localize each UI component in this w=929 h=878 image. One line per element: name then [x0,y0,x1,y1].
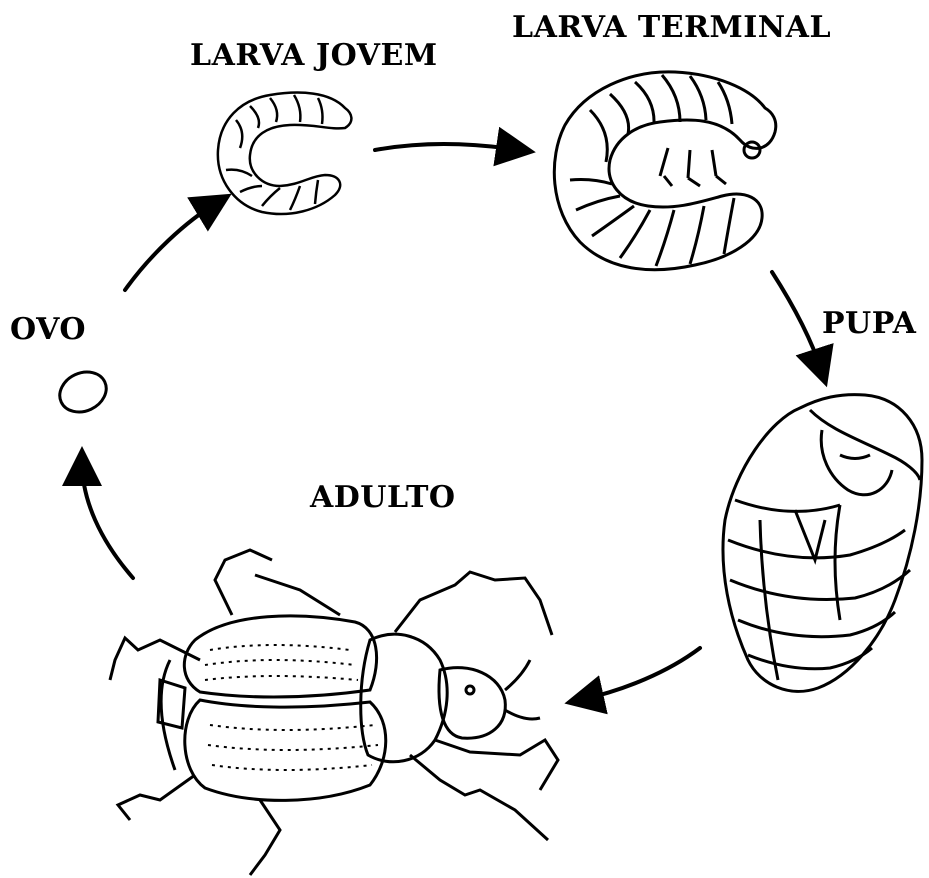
egg-icon [53,365,113,420]
terminal-larva-icon [554,72,776,270]
cycle-arrow-icon [82,144,822,700]
pupa-icon [723,395,922,692]
young-larva-icon [218,93,352,214]
adult-beetle-icon [110,550,558,875]
